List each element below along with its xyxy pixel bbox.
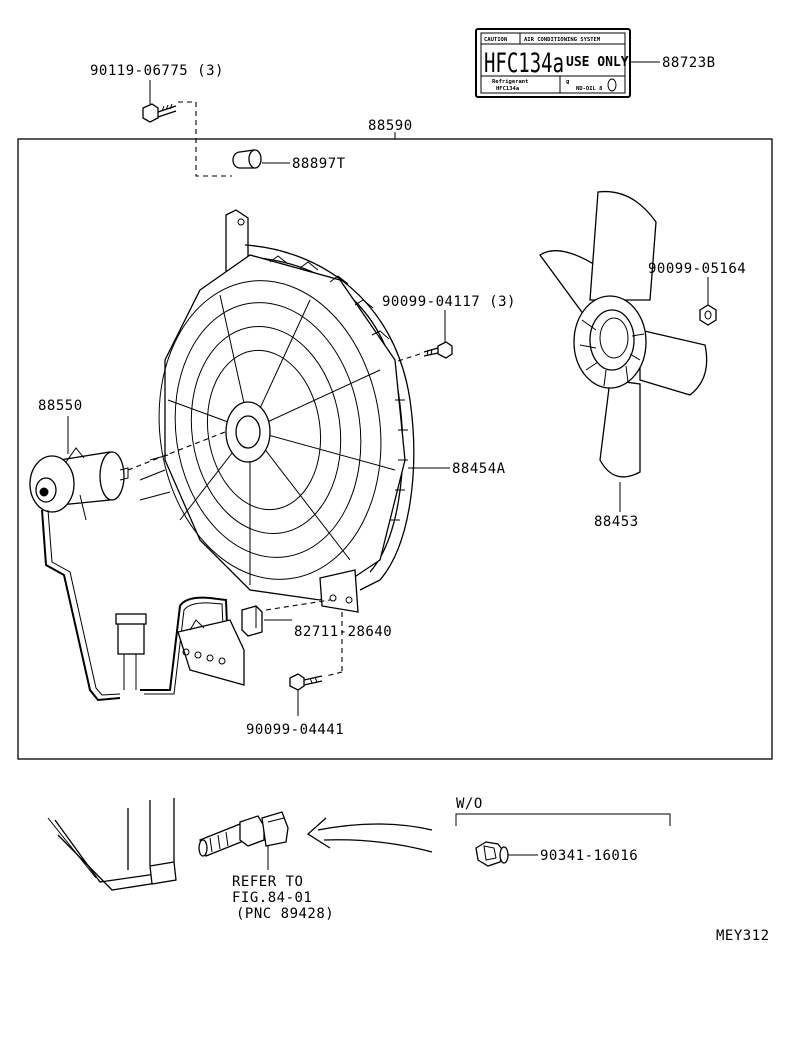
figure-code: MEY312 (716, 928, 770, 944)
label-system: AIR CONDITIONING SYSTEM (524, 37, 601, 43)
bolt-top-icon (142, 103, 177, 123)
label-refrigerant-sub: HFC134a (496, 86, 519, 92)
callout-screw-bottom: 90099-04441 (246, 722, 344, 738)
refrigerant-label-plate: CAUTION AIR CONDITIONING SYSTEM HFC134a … (475, 28, 631, 98)
callout-nut: 90099-05164 (648, 261, 746, 277)
refer-line-1: REFER TO (232, 874, 303, 890)
shroud-icon (139, 209, 415, 613)
cushion-icon (232, 149, 262, 169)
callout-label-plate: 88723B (662, 55, 716, 71)
label-refrigerant: HFC134a (484, 48, 564, 79)
callout-shroud: 88454A (452, 461, 506, 477)
refer-line-2: FIG.84-01 (232, 890, 312, 906)
label-oil: ND-OIL 8 (576, 86, 603, 92)
label-amount: g (566, 79, 569, 85)
label-refrigerant-small: Refrigerant (492, 79, 528, 85)
clip-icon (241, 605, 263, 637)
callout-clip: 82711-28640 (294, 624, 392, 640)
refer-line-3: (PNC 89428) (236, 906, 334, 922)
callout-plug: 90341-16016 (540, 848, 638, 864)
callout-assembly: 88590 (368, 118, 413, 134)
callout-bolt-top: 90119-06775 (3) (90, 63, 224, 79)
screw-shroud-icon (423, 341, 453, 359)
screw-bottom-icon (289, 673, 323, 691)
arrow-icon (306, 817, 433, 853)
radiator-icon (47, 798, 177, 891)
motor-icon (29, 447, 129, 521)
callout-fan: 88453 (594, 514, 639, 530)
variant-label: W/O (456, 796, 483, 812)
label-use-only: USE ONLY (566, 55, 629, 70)
label-caution: CAUTION (484, 37, 507, 43)
callout-screw-shroud: 90099-04117 (3) (382, 294, 516, 310)
callout-cushion: 88897T (292, 156, 346, 172)
plug-icon (475, 841, 509, 867)
harness-icon (41, 509, 245, 702)
callout-motor: 88550 (38, 398, 83, 414)
fan-icon (539, 190, 708, 478)
temperature-sensor-icon (198, 811, 289, 857)
nut-icon (699, 304, 717, 326)
